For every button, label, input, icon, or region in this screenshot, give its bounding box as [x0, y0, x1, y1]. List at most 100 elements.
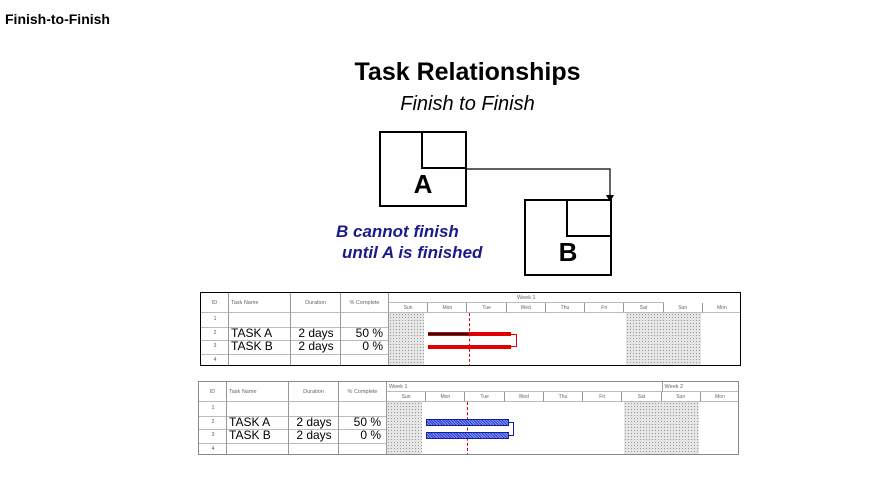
row-id: 4 [213, 356, 217, 363]
row-separator [201, 353, 389, 355]
row-id: 1 [213, 316, 217, 322]
row-separator [199, 429, 387, 430]
day-8: Mon [702, 303, 740, 313]
row-id: 3 [213, 343, 217, 349]
header-id: ID [201, 293, 229, 313]
status-date-line [469, 313, 471, 365]
header-task-name: Task Name [229, 293, 291, 313]
task-b-bar [428, 345, 511, 349]
col-separator [388, 313, 389, 365]
header-week1: Week 1 [389, 293, 664, 303]
row-complete [339, 443, 381, 455]
row-complete [341, 313, 383, 327]
row-separator [201, 326, 389, 328]
header-duration: Duration [291, 293, 341, 313]
header-week1: Week 1 [387, 382, 662, 392]
row-duration: 2 days [298, 325, 334, 340]
row-complete: 50 % [353, 414, 381, 429]
row-id: 4 [211, 445, 215, 452]
day-1: Mon [428, 303, 468, 313]
weekend-shade-sat [626, 313, 701, 365]
day-5: Fri [585, 303, 625, 313]
header-task-name: Task Name [227, 382, 289, 402]
row-duration: 2 days [296, 428, 332, 442]
note-line-2: until A is finished [342, 243, 483, 262]
row-duration [289, 402, 339, 416]
row-complete: 0 % [362, 339, 383, 353]
day-4: Thu [543, 392, 584, 402]
day-6: Sat [624, 303, 664, 313]
row-complete [339, 402, 381, 416]
task-a-box: A [379, 131, 467, 207]
row-duration [289, 443, 339, 455]
row-separator [199, 442, 387, 444]
row-task-name: TASK A [231, 325, 273, 340]
col-separator [386, 402, 387, 454]
day-4: Thu [545, 303, 586, 313]
row-id: 3 [211, 432, 215, 438]
day-1: Mon [426, 392, 466, 402]
row-task-name [231, 313, 291, 327]
weekend-shade-sun [389, 313, 425, 365]
page-heading: Finish-to-Finish [5, 11, 110, 27]
row-duration [291, 354, 341, 366]
col-separator [340, 313, 341, 365]
header-week2: Week 2 [661, 382, 738, 392]
header-id: ID [199, 382, 227, 402]
day-6: Sat [622, 392, 662, 402]
task-a-progress [428, 332, 470, 335]
day-2: Tue [465, 392, 505, 402]
row-task-name [229, 443, 289, 455]
day-2: Tue [467, 303, 507, 313]
row-complete [341, 354, 383, 366]
day-0: Sun [387, 392, 427, 402]
task-b-box: B [524, 199, 612, 276]
col-separator [226, 402, 227, 454]
col-separator [288, 402, 289, 454]
relationship-note: B cannot finish until A is finished [336, 221, 482, 263]
task-b-bar [426, 432, 509, 439]
header-complete: % Complete [341, 293, 389, 313]
ff-link [508, 421, 514, 436]
row-task-name [229, 402, 289, 416]
row-task-name [231, 354, 291, 366]
col-separator [228, 313, 229, 365]
task-a-label: A [413, 169, 433, 199]
day-7: Sun [663, 303, 703, 313]
task-b-label: B [558, 237, 578, 267]
day-8: Mon [700, 392, 738, 402]
day-5: Fri [583, 392, 623, 402]
col-separator [338, 402, 339, 454]
row-task-name: TASK A [229, 414, 271, 429]
diagram-title: Task Relationships [354, 58, 581, 86]
weekend-shade-sun [387, 402, 423, 454]
col-separator [290, 313, 291, 365]
task-a-bar [426, 418, 509, 426]
ff-link [510, 333, 517, 347]
note-line-1: B cannot finish [336, 222, 459, 241]
row-task-name: TASK B [231, 339, 273, 353]
weekend-shade-sat [624, 402, 699, 454]
row-separator [199, 415, 387, 417]
row-task-name: TASK B [229, 428, 271, 442]
status-date-line [467, 402, 469, 454]
day-3: Wed [504, 392, 544, 402]
row-id: 2 [213, 329, 217, 336]
diagram-subtitle: Finish to Finish [400, 93, 535, 115]
row-duration: 2 days [296, 414, 332, 429]
day-7: Sun [661, 392, 701, 402]
task-a-bar [428, 331, 511, 336]
row-complete: 0 % [360, 428, 381, 442]
row-id: 2 [211, 418, 215, 425]
day-3: Wed [506, 303, 546, 313]
header-complete: % Complete [339, 382, 387, 402]
row-duration: 2 days [298, 339, 334, 353]
row-separator [201, 340, 389, 341]
row-id: 1 [211, 405, 215, 411]
day-0: Sun [389, 303, 429, 313]
row-complete: 50 % [355, 325, 383, 340]
row-duration [291, 313, 341, 327]
header-duration: Duration [289, 382, 339, 402]
